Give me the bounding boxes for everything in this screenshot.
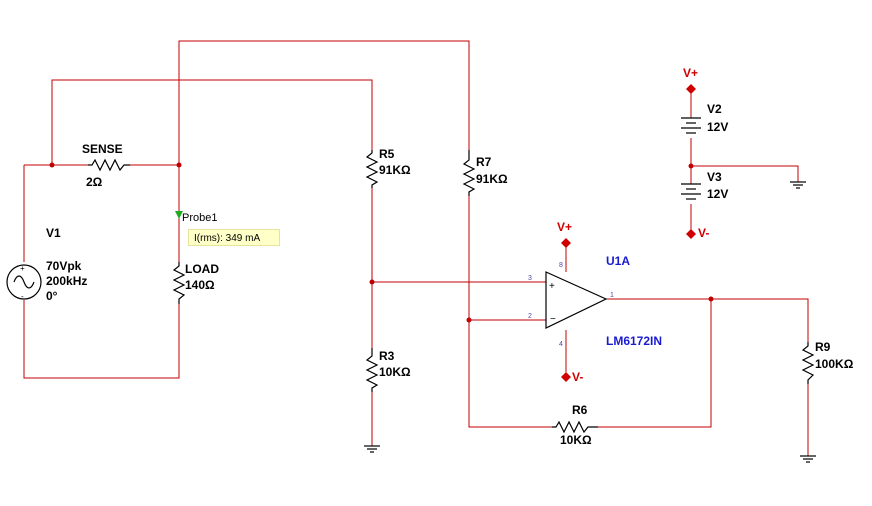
load-ref: LOAD <box>185 262 219 276</box>
r9-ref: R9 <box>815 340 831 354</box>
wire-v1-bottom[interactable] <box>23 300 180 379</box>
r9-value: 100KΩ <box>815 357 854 371</box>
junction-dot <box>708 296 714 302</box>
ac-source-icon <box>6 264 42 300</box>
load-value: 140Ω <box>185 278 215 292</box>
v3-battery[interactable] <box>681 183 701 200</box>
vplus-connector-icon[interactable] <box>686 84 696 94</box>
opamp-part: LM6172IN <box>606 334 662 348</box>
junction-dot <box>49 162 55 168</box>
wire-output[interactable] <box>606 298 809 342</box>
junction-dot <box>688 163 694 169</box>
r9-resistor[interactable] <box>801 342 815 384</box>
r7-value: 91KΩ <box>476 172 508 186</box>
ground-icon <box>800 455 816 463</box>
load-resistor[interactable] <box>172 262 186 304</box>
probe-reading: I(rms): 349 mA <box>188 229 280 246</box>
pin-vplus: 8 <box>559 262 563 269</box>
wires <box>23 40 809 456</box>
opamp-vminus-label: V- <box>572 370 583 384</box>
r3-value: 10KΩ <box>379 365 411 379</box>
r6-resistor[interactable] <box>552 420 598 434</box>
opamp-ref: U1A <box>606 254 630 268</box>
wire-r5-top[interactable] <box>51 79 373 165</box>
wire-r7-top[interactable] <box>178 40 470 165</box>
vplus-connector-icon[interactable] <box>561 238 571 248</box>
r3-resistor[interactable] <box>365 348 379 392</box>
r5-resistor[interactable] <box>365 150 379 188</box>
battery-vminus-label: V- <box>698 226 709 240</box>
r7-resistor[interactable] <box>462 150 476 196</box>
wire-battery-gnd[interactable] <box>691 165 799 182</box>
probe-arrow-icon[interactable] <box>175 211 183 219</box>
v2-battery[interactable] <box>681 117 701 134</box>
vminus-connector-icon[interactable] <box>686 229 696 239</box>
wire-r6-out[interactable] <box>598 299 712 428</box>
pin-out: 1 <box>610 292 614 299</box>
ground-icon <box>790 181 806 189</box>
v3-value: 12V <box>707 187 728 201</box>
pin-inv: 2 <box>528 313 532 320</box>
inv-sign: − <box>550 314 556 325</box>
vminus-connector-icon[interactable] <box>561 372 571 382</box>
v1-frequency: 200kHz <box>46 274 87 288</box>
sense-value: 2Ω <box>86 175 103 189</box>
sense-ref: SENSE <box>82 142 123 156</box>
junction-dot <box>176 162 182 168</box>
r6-ref: R6 <box>572 403 588 417</box>
wire-r7-r6[interactable] <box>468 196 552 428</box>
opamp-u1a[interactable]: + − <box>545 271 608 329</box>
minus-sign: - <box>21 292 24 301</box>
v2-value: 12V <box>707 120 728 134</box>
v1-ac-source[interactable]: + - <box>6 264 42 301</box>
r5-ref: R5 <box>379 147 395 161</box>
r7-ref: R7 <box>476 155 492 169</box>
sine-wave-icon <box>13 275 35 289</box>
junction-dot <box>369 279 375 285</box>
plus-sign: + <box>20 264 25 273</box>
v1-ref: V1 <box>46 226 61 240</box>
noninv-sign: + <box>549 281 555 292</box>
v2-ref: V2 <box>707 102 722 116</box>
ground-icon <box>364 445 380 453</box>
pin-noninv: 3 <box>528 275 532 282</box>
v3-ref: V3 <box>707 170 722 184</box>
r6-value: 10KΩ <box>560 433 592 447</box>
v1-phase: 0° <box>46 289 58 303</box>
wire-sense-right[interactable] <box>130 164 180 262</box>
junctions <box>49 162 714 323</box>
r5-value: 91KΩ <box>379 163 411 177</box>
v1-amplitude: 70Vpk <box>46 259 82 273</box>
r3-ref: R3 <box>379 349 395 363</box>
opamp-triangle-icon <box>545 271 608 329</box>
junction-dot <box>466 317 472 323</box>
pin-vminus: 4 <box>559 341 563 348</box>
sense-resistor[interactable] <box>88 158 130 172</box>
battery-vplus-label: V+ <box>683 66 698 80</box>
opamp-vplus-label: V+ <box>557 220 572 234</box>
probe-name: Probe1 <box>182 212 217 224</box>
